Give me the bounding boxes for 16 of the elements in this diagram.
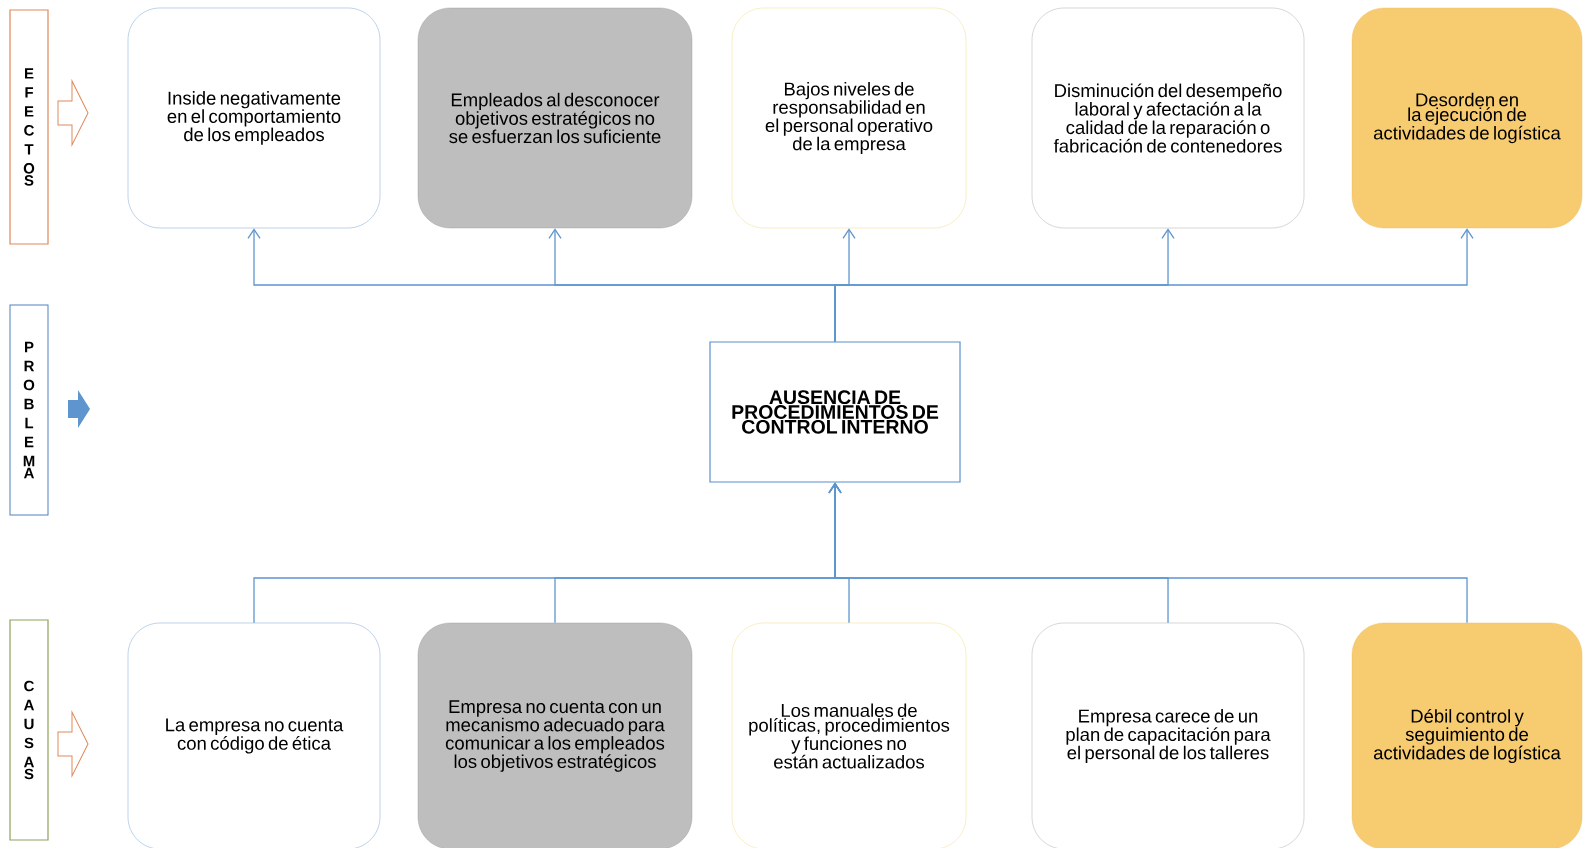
section-label: PROBLEMA xyxy=(9,304,49,516)
cause-box: Débil control y seguimiento de actividades de logística xyxy=(1351,622,1583,848)
cause-box: La empresa no cuenta con código de ética xyxy=(127,622,381,848)
effect-box: Desorden en la ejecución de actividades de logística xyxy=(1351,7,1583,229)
cause-box: Empresa carece de un plan de capacitación para el personal de los talleres xyxy=(1031,622,1305,848)
problem-box: AUSENCIA DE PROCEDIMIENTOS DE CONTROL INTERNO xyxy=(709,341,961,483)
connector-arrow xyxy=(828,482,1468,624)
effect-box: Empleados al desconocer objetivos estratégicos no se esfuerzan los suficiente xyxy=(417,7,693,229)
effect-box: Inside negativamente en el comportamiento de los empleados xyxy=(127,7,381,229)
effect-box: Bajos niveles de responsabilidad en el personal operativo de la empresa xyxy=(731,7,967,229)
section-label: CAUSAS xyxy=(9,619,49,841)
connector-arrow xyxy=(834,228,1474,343)
cause-box: Los manuales de políticas, procedimientos y funciones no están actualizados xyxy=(731,622,967,848)
cause-box: Empresa no cuenta con un mecanismo adecuado para comunicar a los empleados los objetivos estratégicos xyxy=(417,622,693,848)
section-label: EFECTOS xyxy=(9,9,49,245)
effect-box: Disminución del desempeño laboral y afectación a la calidad de la reparación o fabricación de contenedores xyxy=(1031,7,1305,229)
